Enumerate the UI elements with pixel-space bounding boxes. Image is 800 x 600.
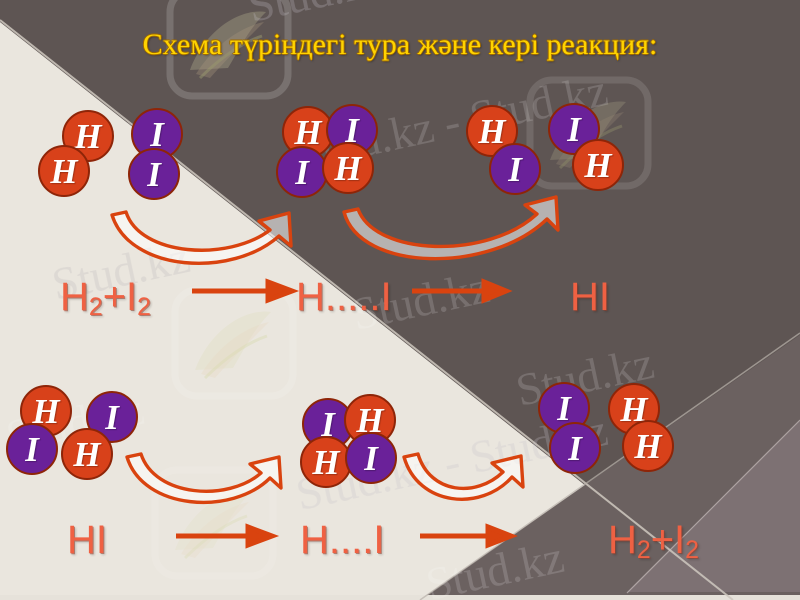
curved-arrow-reverse-2 bbox=[402, 452, 525, 501]
atom-label: I bbox=[150, 114, 164, 154]
atom-label: H bbox=[73, 434, 101, 474]
reverse-equation-products: H2+I2 bbox=[608, 518, 699, 565]
atom-label: H bbox=[334, 148, 362, 188]
atom-label: I bbox=[345, 110, 359, 150]
atom-hydrogen: H bbox=[344, 394, 396, 446]
atom-label: I bbox=[557, 388, 571, 428]
curved-arrow-forward-1 bbox=[110, 210, 293, 265]
atom-label: I bbox=[364, 438, 378, 478]
forward-equation-intermediate: H.....I bbox=[296, 275, 392, 319]
arrow-right-icon-reverse-2 bbox=[420, 523, 518, 549]
reverse-equation-intermediate: H....I bbox=[300, 518, 385, 562]
curved-arrow-reverse-1 bbox=[125, 452, 283, 504]
atom-hydrogen: H bbox=[61, 428, 113, 480]
atom-label: I bbox=[105, 397, 119, 437]
atom-iodine: I bbox=[6, 423, 58, 475]
atom-label: H bbox=[584, 145, 612, 185]
atom-label: I bbox=[568, 428, 582, 468]
atom-label: I bbox=[508, 149, 522, 189]
atom-label: I bbox=[25, 429, 39, 469]
atom-iodine: I bbox=[345, 432, 397, 484]
atom-hydrogen: H bbox=[622, 420, 674, 472]
atom-hydrogen: H bbox=[572, 139, 624, 191]
curved-arrow-forward-2 bbox=[342, 195, 560, 261]
atom-label: H bbox=[32, 391, 60, 431]
atom-label: H bbox=[356, 400, 384, 440]
atom-label: H bbox=[634, 426, 662, 466]
atom-iodine: I bbox=[549, 422, 601, 474]
atom-label: I bbox=[321, 404, 335, 444]
atom-iodine: I bbox=[489, 143, 541, 195]
page-title: Схема түріндегі тура және кері реакция: bbox=[142, 28, 658, 61]
arrow-right-icon-forward-1 bbox=[192, 278, 300, 304]
atom-label: H bbox=[50, 151, 78, 191]
atom-label: H bbox=[294, 112, 322, 152]
atom-hydrogen: H bbox=[38, 145, 90, 197]
atom-iodine: I bbox=[128, 148, 180, 200]
atom-hydrogen: H bbox=[62, 110, 114, 162]
atom-hydrogen: H bbox=[322, 142, 374, 194]
atom-iodine: I bbox=[86, 391, 138, 443]
arrow-right-icon-forward-2 bbox=[412, 278, 513, 304]
arrow-right-icon-reverse-1 bbox=[176, 523, 280, 549]
forward-equation-reactants: H2+I2 bbox=[60, 275, 151, 322]
atom-label: H bbox=[312, 442, 340, 482]
atom-label: H bbox=[74, 116, 102, 156]
atom-label: I bbox=[567, 109, 581, 149]
forward-equation-products: HI bbox=[570, 275, 610, 319]
atom-label: I bbox=[147, 154, 161, 194]
atom-label: H bbox=[478, 111, 506, 151]
reverse-equation-reactants: HI bbox=[67, 518, 107, 562]
atom-iodine: I bbox=[276, 146, 328, 198]
atom-label: I bbox=[295, 152, 309, 192]
atom-hydrogen: H bbox=[300, 436, 352, 488]
